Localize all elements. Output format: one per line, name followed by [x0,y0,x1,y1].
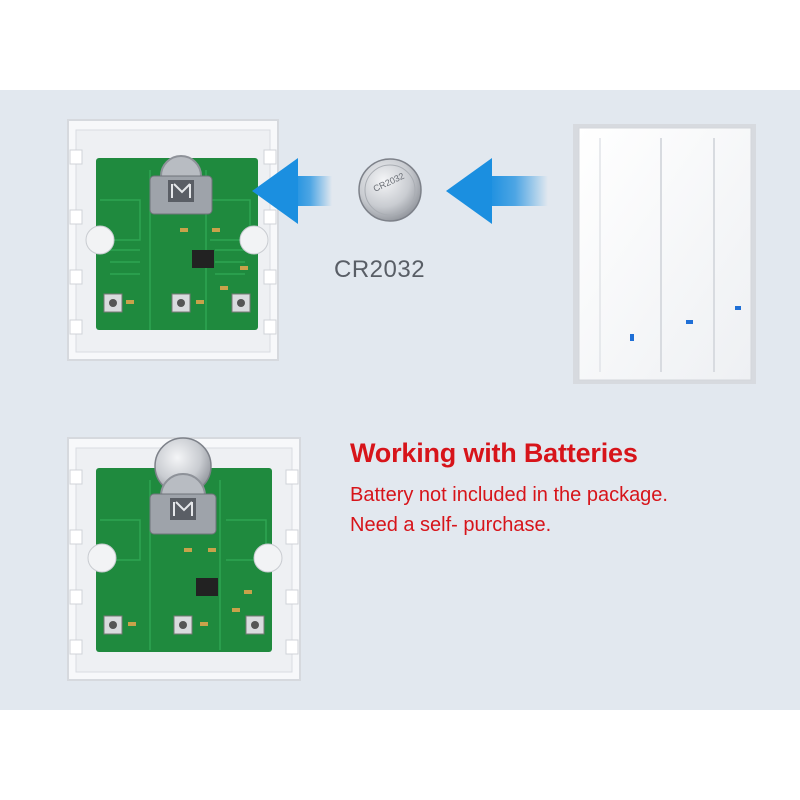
led-indicator [735,306,741,310]
pcb-board [96,158,258,330]
coin-battery: CR2032 [358,158,422,222]
info-line-2: Need a self- purchase. [350,514,552,536]
info-line-1: Battery not included in the package. [350,484,668,506]
wall-switch [573,124,756,384]
back-plate-top [67,119,279,361]
pcb-board [96,468,272,652]
back-plate-bottom [67,437,301,681]
coin-label: CR2032 [334,256,426,283]
led-indicator [630,334,634,341]
arrow-right-icon [446,158,548,224]
led-indicator [686,320,693,324]
arrow-left-icon [252,158,332,224]
info-heading: Working with Batteries [350,438,638,468]
